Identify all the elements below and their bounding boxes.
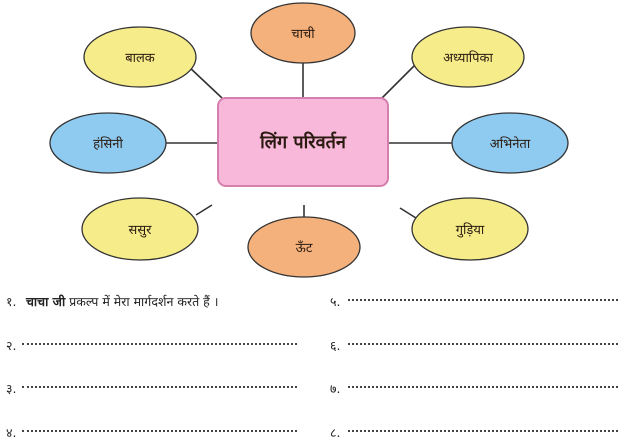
node-bottom-right-label: गुड़िया: [456, 222, 485, 238]
answer-line-7[interactable]: [348, 386, 618, 388]
node-bottom-left: ससुर: [81, 197, 199, 261]
answer-line-3[interactable]: [22, 386, 297, 388]
node-top-right-label: अध्यापिका: [443, 50, 493, 66]
exercise-sentence: प्रकल्प में मेरा मार्गदर्शन करते हैं ।: [65, 294, 219, 309]
answer-line-4[interactable]: [22, 430, 297, 432]
exercise-number: ४.: [6, 425, 17, 440]
answer-line-8[interactable]: [348, 430, 618, 432]
node-mid-left-label: हंसिनी: [93, 136, 123, 152]
node-bottom-right: गुड़िया: [411, 197, 529, 261]
node-top-right: अध्यापिका: [411, 26, 525, 88]
exercise-4: ४.: [6, 424, 22, 441]
answer-line-6[interactable]: [348, 343, 618, 345]
gender-change-diagram: लिंग परिवर्तन चाची बालक अध्यापिका हंसिनी…: [49, 2, 569, 278]
exercise-3: ३.: [6, 380, 22, 397]
node-mid-right-label: अभिनेता: [490, 136, 531, 152]
connector-lines: [166, 61, 452, 219]
exercise-7: ७.: [330, 380, 346, 397]
node-top-left: बालक: [83, 26, 197, 88]
node-bottom: ऊँट: [247, 216, 361, 278]
node-bottom-left-label: ससुर: [129, 223, 153, 238]
exercise-5: ५.: [330, 293, 346, 310]
node-top-label: चाची: [291, 26, 315, 42]
node-bottom-label: ऊँट: [296, 240, 313, 256]
exercise-number: ८.: [330, 425, 341, 440]
center-label: लिंग परिवर्तन: [259, 131, 347, 153]
center-box: लिंग परिवर्तन: [217, 97, 389, 187]
node-mid-right: अभिनेता: [451, 112, 569, 174]
node-top: चाची: [250, 2, 356, 64]
answer-line-5[interactable]: [348, 299, 618, 301]
exercise-number: ७.: [330, 381, 341, 396]
node-top-left-label: बालक: [125, 51, 156, 66]
exercise-1: १. चाचा जी प्रकल्प में मेरा मार्गदर्शन क…: [6, 293, 219, 310]
exercise-number: ५.: [330, 294, 341, 309]
exercise-number: १.: [6, 294, 17, 309]
exercise-number: ३.: [6, 381, 17, 396]
node-mid-left: हंसिनी: [49, 112, 167, 174]
exercise-number: ६.: [330, 338, 341, 353]
exercise-bold-word: चाचा जी: [25, 294, 66, 309]
exercise-8: ८.: [330, 424, 346, 441]
answer-line-2[interactable]: [22, 343, 297, 345]
exercise-number: २.: [6, 338, 17, 353]
exercise-2: २.: [6, 337, 22, 354]
exercise-6: ६.: [330, 337, 346, 354]
